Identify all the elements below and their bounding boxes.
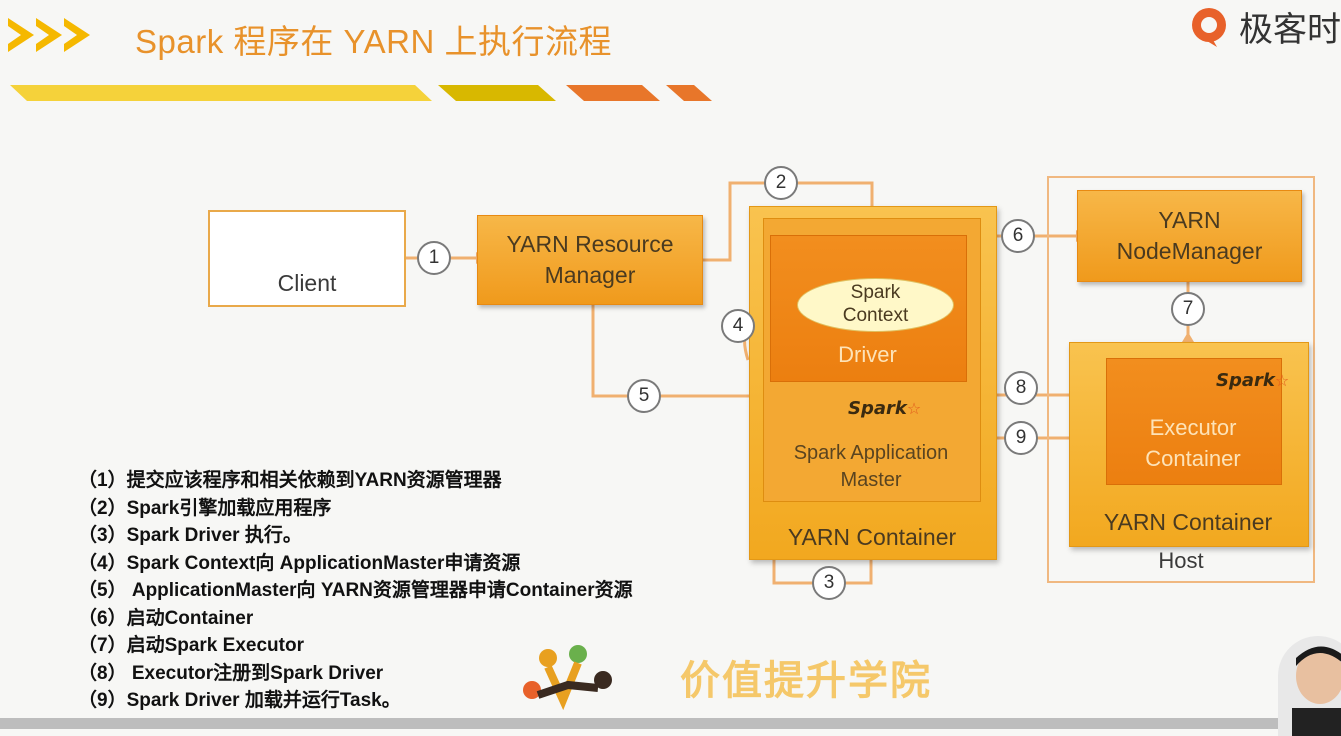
node-manager-line1: YARN (1158, 206, 1221, 233)
host-frame (1047, 176, 1315, 583)
person-icon (1292, 646, 1341, 736)
step-marker-4: 4 (721, 309, 755, 343)
watermark-logo-icon (523, 645, 612, 711)
stripe-orange-short (666, 85, 712, 101)
step-marker-8: 8 (1004, 371, 1038, 405)
resource-manager-box: YARN Resource Manager (477, 215, 703, 305)
step-item: （9）Spark Driver 加载并运行Task。 (78, 690, 401, 711)
watermark-text: 价值提升学院 (680, 659, 932, 703)
star-icon: ☆ (906, 399, 922, 418)
chevron-right-icon (8, 18, 34, 52)
node-manager-box: YARN NodeManager (1077, 190, 1302, 282)
spark-logo-text: Spark (848, 398, 907, 419)
stripe-orange (566, 85, 660, 101)
driver-label: Driver (838, 342, 897, 367)
step-marker-6: 6 (1001, 219, 1035, 253)
stripe-olive (438, 85, 556, 101)
executor-box (1106, 358, 1282, 485)
slide-title: Spark 程序在 YARN 上执行流程 (135, 23, 612, 60)
header-stripes (10, 85, 712, 101)
geekbang-logo-icon (1192, 7, 1226, 47)
chevron-right-icon (36, 18, 62, 52)
bottom-bar (0, 718, 1341, 729)
logo-text: 极客时 (1239, 11, 1341, 49)
brand-logo: 极客时 (1187, 2, 1341, 51)
resource-manager-label: YARN Resource Manager (506, 230, 674, 288)
step-item: （8） Executor注册到Spark Driver (78, 662, 384, 684)
client-box: Client (208, 210, 406, 307)
step-marker-9: 9 (1004, 421, 1038, 455)
step-item: （1）提交应该程序和相关依赖到YARN资源管理器 (78, 470, 502, 491)
stripe-yellow-long (10, 85, 432, 101)
step-item: （2）Spark引擎加载应用程序 (78, 497, 332, 519)
spark-logo-icon: Spark☆ (1216, 370, 1289, 391)
step-item: （5） ApplicationMaster向 YARN资源管理器申请Contai… (78, 580, 633, 601)
executor-line2: Container (1145, 445, 1241, 471)
application-master-label: Spark Application Master (770, 440, 972, 494)
header-chevrons (8, 18, 90, 52)
star-icon: ☆ (1274, 371, 1290, 390)
executor-yarn-container-label: YARN Container (1103, 509, 1273, 535)
spark-context-ellipse: Spark Context (797, 278, 954, 332)
application-master-line2: Master (840, 469, 902, 491)
host-label: Host (1158, 548, 1204, 573)
presenter-avatar (1278, 636, 1341, 736)
step-item: （3）Spark Driver 执行。 (78, 525, 302, 546)
spark-context-line1: Spark (850, 282, 901, 304)
executor-line1: Executor (1149, 415, 1237, 440)
step-marker-1: 1 (417, 241, 451, 275)
spark-logo-text: Spark (1216, 370, 1275, 391)
step-marker-7: 7 (1171, 292, 1205, 326)
chevron-right-icon (64, 18, 90, 52)
step-item: （4）Spark Context向 ApplicationMaster申请资源 (78, 552, 521, 574)
steps-list: （1）提交应该程序和相关依赖到YARN资源管理器 （2）Spark引擎加载应用程… (78, 467, 633, 715)
step-marker-2: 2 (764, 166, 798, 200)
step-item: （6）启动Container (78, 607, 254, 629)
spark-logo-icon: Spark☆ (848, 398, 921, 419)
step-marker-5: 5 (627, 379, 661, 413)
node-manager-line2: NodeManager (1116, 238, 1263, 264)
step-marker-3: 3 (812, 566, 846, 600)
application-master-line1: Spark Application (793, 442, 949, 464)
executor-label: Executor Container (1106, 413, 1280, 475)
yarn-container-label: YARN Container (787, 524, 957, 550)
spark-context-line2: Context (842, 305, 909, 326)
step-item: （7）启动Spark Executor (78, 635, 304, 656)
client-label: Client (277, 270, 337, 296)
